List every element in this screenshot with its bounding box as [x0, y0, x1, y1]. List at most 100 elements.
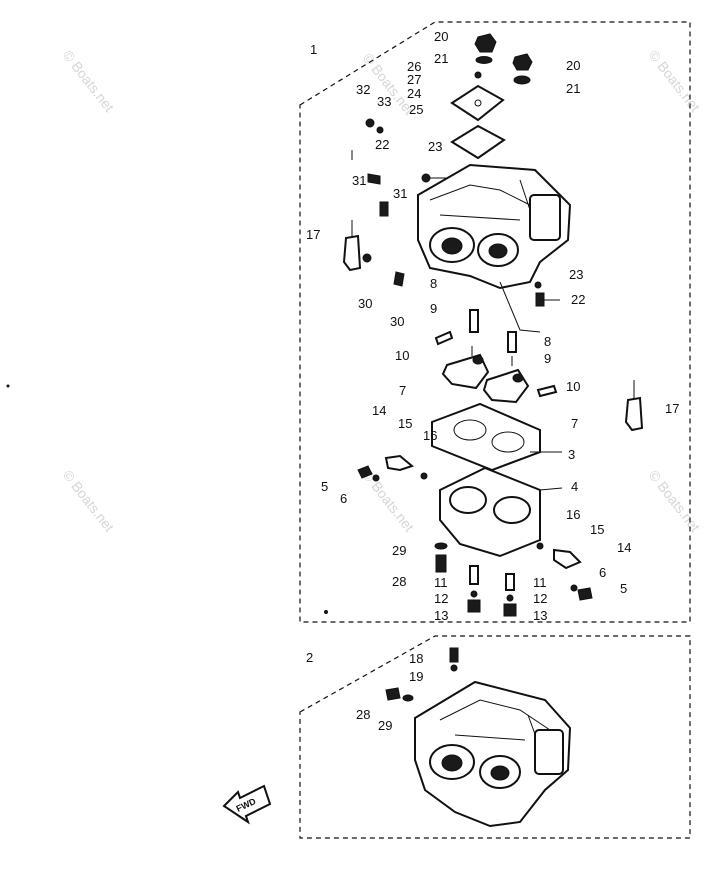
bowl-chamber-left: [449, 486, 487, 514]
assembly-number-upper: 1: [310, 42, 317, 57]
callout-15-left: 15: [398, 416, 412, 431]
callout-7-right: 7: [571, 416, 578, 431]
callout-30-right: 30: [390, 314, 404, 329]
callout-4: 4: [571, 479, 578, 494]
float-pin-part-10-right: [536, 384, 558, 398]
cover-part-24: [450, 84, 505, 122]
jet-part-14-left: [384, 454, 415, 472]
callout-5-left: 5: [321, 479, 328, 494]
bowl-chamber-right: [493, 496, 531, 524]
plug-part-20: [474, 33, 497, 53]
plug-part-13-right: [503, 603, 517, 617]
main-jet-part-11-left: [469, 565, 479, 585]
assembly-number-lower: 2: [306, 650, 313, 665]
callout-28-upper: 28: [392, 574, 406, 589]
washer-part-21-right: [513, 75, 531, 85]
watermark-mid-center: © Boats.net: [360, 467, 418, 535]
callout-9-left: 9: [430, 301, 437, 316]
venturi-right-lower-inner: [490, 765, 510, 781]
callout-11-right: 11: [533, 575, 547, 590]
jet-part-30-a: [362, 253, 372, 263]
washer-part-16-left: [420, 472, 428, 480]
cover-screw-hole: [474, 99, 482, 107]
callout-8-right: 8: [544, 334, 551, 349]
plug-part-20-right: [512, 53, 533, 71]
stray-mark-left: [6, 384, 10, 388]
spring-part-26: [474, 71, 482, 79]
callout-17-left: 17: [306, 227, 320, 242]
watermark-top-left: © Boats.net: [60, 47, 118, 115]
stray-mark: [324, 610, 328, 614]
callout-12-right: 12: [533, 591, 547, 606]
callout-11-left: 11: [434, 575, 448, 590]
callout-6-right: 6: [599, 565, 606, 580]
callout-18: 18: [409, 651, 423, 666]
jet-part-14-right: [553, 548, 582, 570]
callout-10-right: 10: [566, 379, 580, 394]
callout-6-left: 6: [340, 491, 347, 506]
watermarks: © Boats.net © Boats.net © Boats.net © Bo…: [60, 47, 704, 535]
screw-part-31: [367, 173, 381, 185]
watermark-mid-right: © Boats.net: [646, 467, 704, 535]
washer-part-6-right: [570, 584, 578, 592]
callout-21-right: 21: [566, 81, 580, 96]
washer-part-6-left: [372, 474, 380, 482]
gasket-part-25: [450, 124, 506, 160]
washer-part-29-lower: [402, 694, 414, 702]
callout-25: 25: [409, 102, 423, 117]
washer-part-19: [450, 664, 458, 672]
plug-part-13-left: [467, 599, 481, 613]
screw-part-5-right: [577, 587, 593, 601]
washer-part-29: [434, 542, 448, 550]
callout-15-right: 15: [590, 522, 604, 537]
callout-13-left: 13: [434, 608, 448, 623]
gasket-hole-right: [491, 431, 525, 453]
callout-31-left: 31: [352, 173, 366, 188]
venturi-left-inner: [441, 237, 463, 255]
fwd-arrow-shape: [222, 784, 272, 825]
watermark-top-right: © Boats.net: [646, 47, 704, 115]
screw-part-18: [449, 647, 459, 663]
callout-8-left: 8: [430, 276, 437, 291]
lower-assembly-parts: [385, 647, 572, 828]
leader-lines-upper: [351, 150, 563, 491]
upper-assembly-outline: [299, 21, 691, 623]
float-chamber-lower: [534, 729, 564, 775]
callout-21-top: 21: [434, 51, 448, 66]
callout-29-upper: 29: [392, 543, 406, 558]
callout-28-lower: 28: [356, 707, 370, 722]
callout-24: 24: [407, 86, 421, 101]
choke-part-17-left: [342, 234, 362, 272]
callout-16-left: 16: [423, 428, 437, 443]
screw-part-5-left: [357, 465, 373, 479]
callout-20-top: 20: [434, 29, 448, 44]
callout-14-left: 14: [372, 403, 386, 418]
forward-direction-arrow: FWD: [222, 784, 272, 825]
callout-9-right: 9: [544, 351, 551, 366]
callout-7-left: 7: [399, 383, 406, 398]
float-hinge-left: [472, 355, 484, 365]
callout-23-right: 23: [569, 267, 583, 282]
callout-17-right: 17: [665, 401, 679, 416]
washer-part-12-left: [470, 590, 478, 598]
callout-13-right: 13: [533, 608, 547, 623]
callout-27: 27: [407, 72, 421, 87]
main-jet-part-11-right: [505, 573, 515, 591]
watermark-mid-left: © Boats.net: [60, 467, 118, 535]
callout-29-lower: 29: [378, 718, 392, 733]
callout-labels: 20 21 26 27 24 25 20 21 32 33 22 23 31 3…: [306, 29, 679, 733]
needle-valve-part-8-left: [469, 309, 479, 333]
float-chamber-right: [529, 194, 561, 241]
screw-part-31-b: [379, 201, 389, 217]
callout-22-right: 22: [571, 292, 585, 307]
float-pin-part-10-left: [434, 330, 454, 346]
drain-screw-part-28-lower: [385, 687, 401, 701]
callout-22-left: 22: [375, 137, 389, 152]
callout-5-right: 5: [620, 581, 627, 596]
callout-31-right: 31: [393, 186, 407, 201]
callout-19: 19: [409, 669, 423, 684]
float-hinge-right: [512, 373, 524, 383]
screw-part-32: [365, 118, 375, 128]
callout-32: 32: [356, 82, 370, 97]
